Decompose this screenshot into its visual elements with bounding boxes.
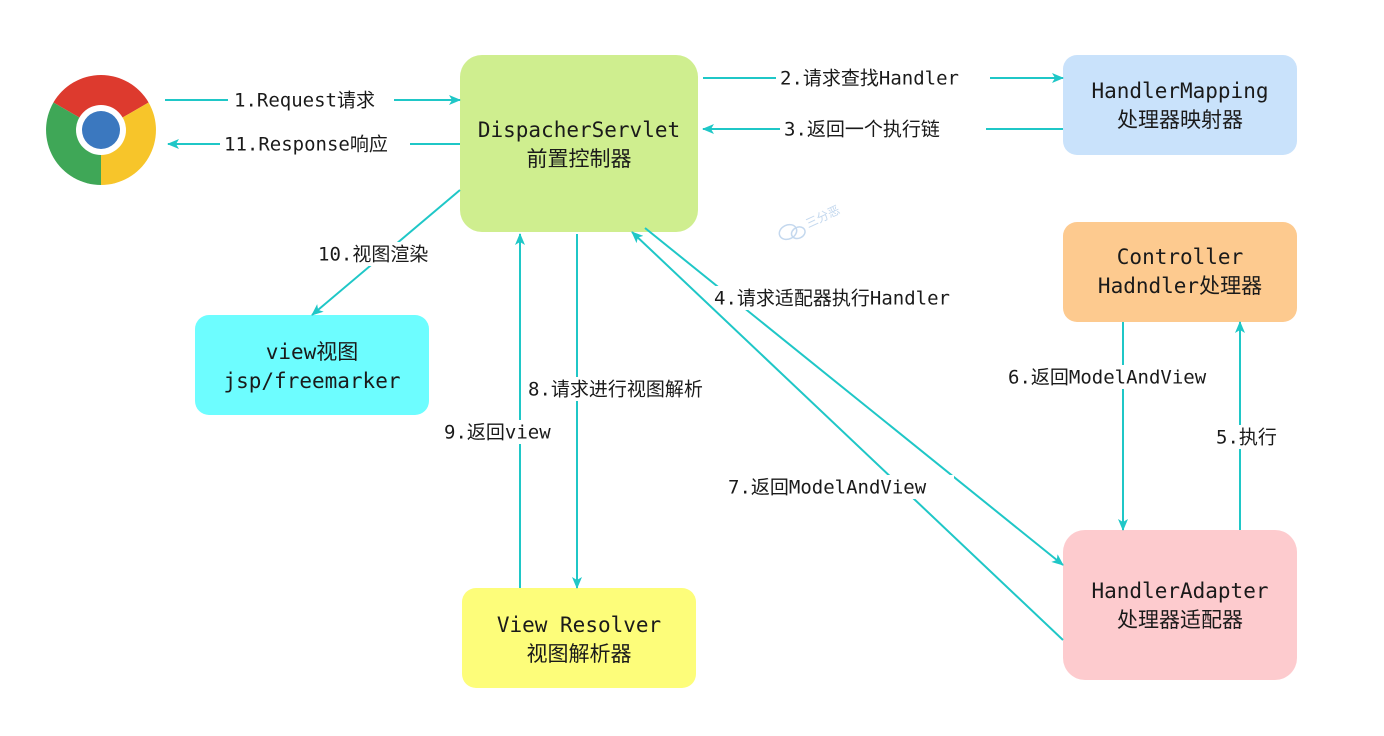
wechat-icon [778, 223, 806, 241]
edge-7-label: 7.返回ModelAndView [728, 477, 927, 499]
dispatcher-servlet-node: DispacherServlet 前置控制器 [460, 55, 698, 232]
edge-8-label: 8.请求进行视图解析 [528, 379, 703, 401]
view-title: view视图 [266, 340, 359, 364]
edge-2-label: 2.请求查找Handler [780, 68, 959, 90]
controller-title: Controller [1117, 245, 1243, 269]
edge-11-label: 11.Response响应 [224, 134, 388, 156]
edge-4-label: 4.请求适配器执行Handler [714, 288, 950, 310]
watermark-text: 三分恶 [804, 203, 843, 231]
view-resolver-title: View Resolver [497, 613, 661, 637]
edge-5-label: 5.执行 [1216, 427, 1277, 449]
chrome-icon [46, 75, 156, 185]
edge-10-label: 10.视图渲染 [318, 244, 428, 266]
handler-mapping-subtitle: 处理器映射器 [1117, 108, 1243, 132]
watermark: 三分恶 [778, 203, 843, 241]
view-node: view视图 jsp/freemarker [195, 315, 429, 415]
handler-adapter-title: HandlerAdapter [1091, 579, 1268, 603]
handler-adapter-subtitle: 处理器适配器 [1117, 608, 1243, 632]
edge-7-arrow [631, 231, 1064, 641]
view-subtitle: jsp/freemarker [223, 369, 400, 393]
handler-mapping-node: HandlerMapping 处理器映射器 [1063, 55, 1297, 155]
handler-adapter-node: HandlerAdapter 处理器适配器 [1063, 530, 1297, 680]
edge-4-arrow [644, 227, 1064, 566]
edge-9-label: 9.返回view [444, 422, 551, 444]
edge-6-label: 6.返回ModelAndView [1008, 367, 1207, 389]
controller-subtitle: Hadndler处理器 [1098, 274, 1262, 298]
edge-3-label: 3.返回一个执行链 [784, 119, 940, 141]
view-resolver-node: View Resolver 视图解析器 [462, 588, 696, 688]
handler-mapping-title: HandlerMapping [1091, 79, 1268, 103]
edge-1-label: 1.Request请求 [234, 90, 375, 112]
dispatcher-title: DispacherServlet [478, 118, 680, 142]
controller-node: Controller Hadndler处理器 [1063, 222, 1297, 322]
dispatcher-subtitle: 前置控制器 [527, 147, 632, 171]
view-resolver-subtitle: 视图解析器 [527, 642, 632, 666]
